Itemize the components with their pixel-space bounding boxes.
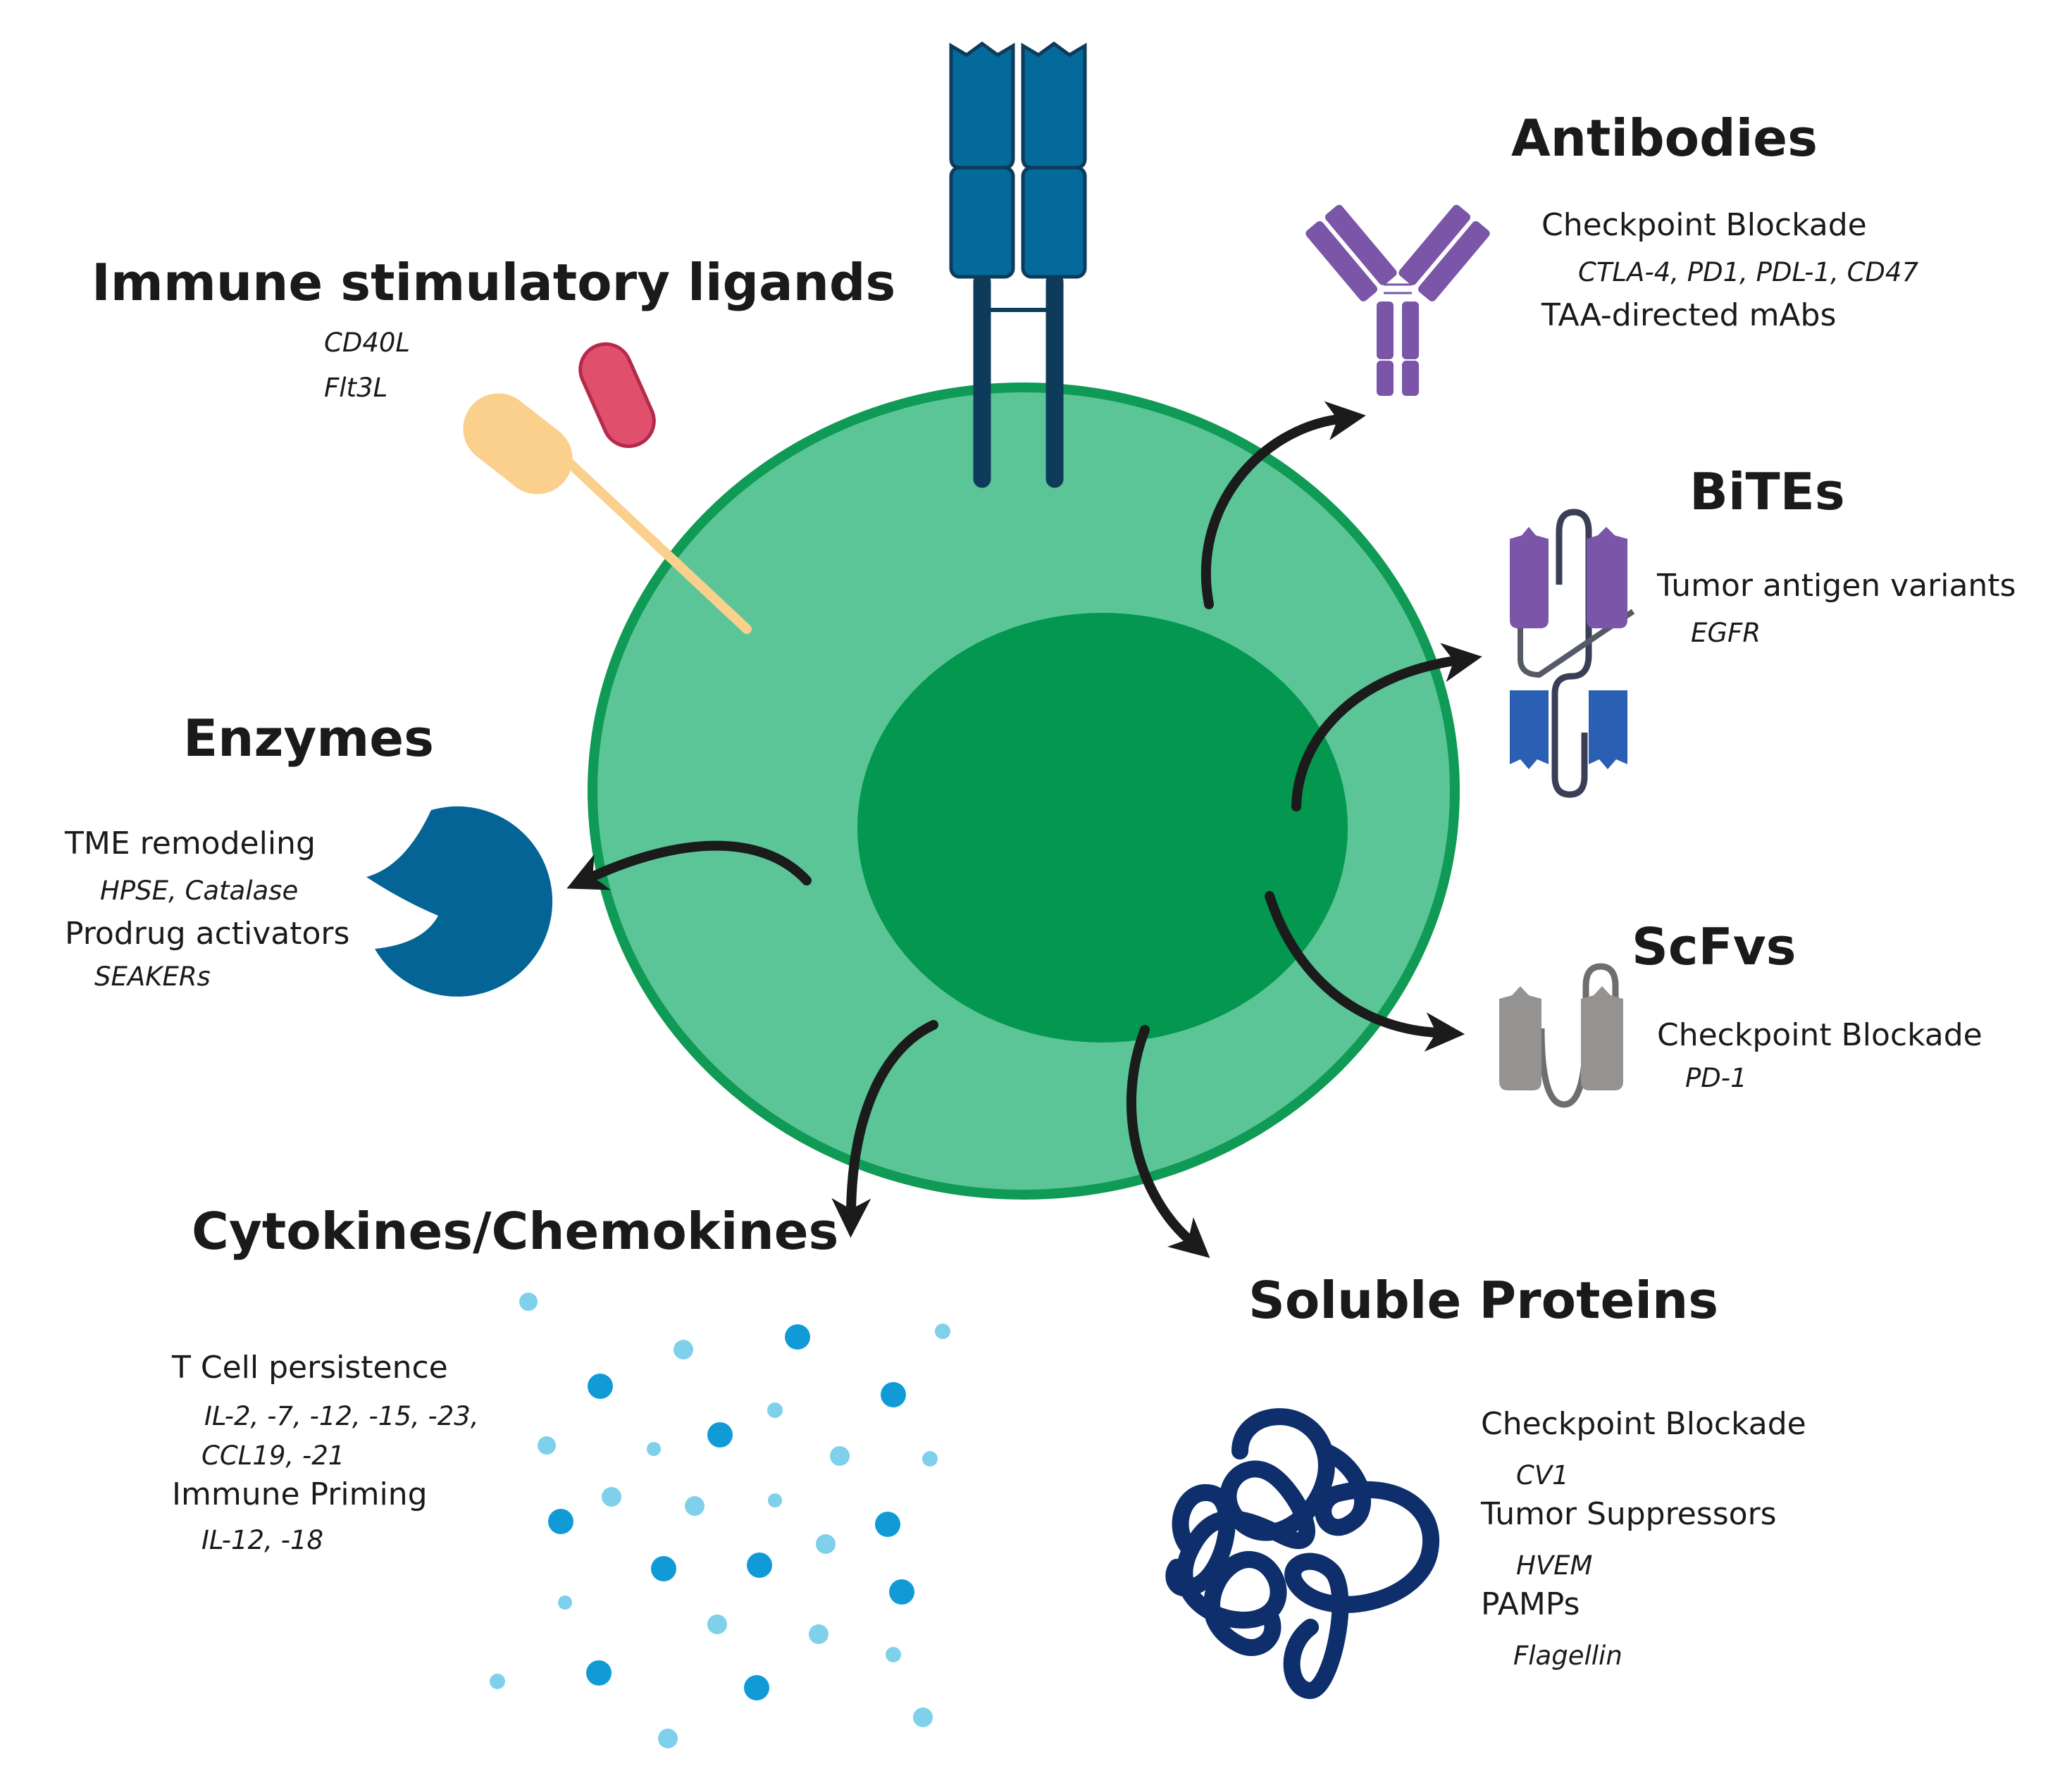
arrow-to-bites (1291, 642, 1482, 811)
cytokine-dot (922, 1451, 938, 1467)
cytokine-dot (744, 1675, 769, 1700)
cytokines-line-1: T Cell persistence (172, 1350, 448, 1386)
cytokine-dots-icon (490, 1293, 950, 1748)
cytokine-dot (674, 1340, 693, 1359)
enzymes-line-1-sub: HPSE, Catalase (100, 876, 299, 906)
bites-line-1-sub: EGFR (1691, 618, 1761, 648)
cytokines-line-1-sub-a: IL-2, -7, -12, -15, -23, (204, 1401, 479, 1431)
cytokines-line-1-sub-b: CCL19, -21 (201, 1441, 345, 1471)
soluble-title: Soluble Proteins (1248, 1271, 1719, 1330)
soluble-line-3-sub: Flagellin (1513, 1641, 1622, 1671)
antibodies-line-2: TAA-directed mAbs (1541, 297, 1837, 333)
cytokine-dot (558, 1595, 572, 1610)
scfv-icon (1499, 963, 1623, 1108)
cell-nucleus (857, 613, 1348, 1043)
scfvs-line-1: Checkpoint Blockade (1657, 1017, 1983, 1053)
cytokine-dot (809, 1624, 829, 1644)
cytokine-dot (538, 1436, 556, 1455)
arrow-to-scfvs (1265, 891, 1465, 1052)
cytokine-dot (889, 1579, 914, 1605)
cytokine-dot (588, 1374, 613, 1399)
cytokines-title: Cytokines/Chemokines (192, 1202, 839, 1261)
cytokine-dot (602, 1487, 621, 1507)
soluble-line-2: Tumor Suppressors (1481, 1496, 1777, 1532)
cytokine-dot (768, 1493, 782, 1507)
arrows (566, 401, 1482, 1258)
antibodies-line-1: Checkpoint Blockade (1541, 207, 1867, 243)
receptor-icon (949, 41, 1087, 488)
bite-icon (1510, 509, 1635, 798)
cytokine-dot (658, 1729, 678, 1748)
cytokine-dot (785, 1324, 810, 1350)
enzymes-title: Enzymes (183, 709, 434, 768)
bites-title: BiTEs (1689, 462, 1845, 521)
arrow-to-cytokines (831, 1020, 938, 1238)
scfvs-line-1-sub: PD-1 (1685, 1063, 1747, 1093)
bites-line-1: Tumor antigen variants (1657, 568, 2016, 604)
antibodies-line-1-sub: CTLA-4, PD1, PDL-1, CD47 (1578, 257, 1919, 287)
ligands-item-2: Flt3L (324, 373, 388, 403)
cytokine-dot (767, 1402, 783, 1418)
cytokines-line-2: Immune Priming (172, 1476, 428, 1512)
soluble-line-1: Checkpoint Blockade (1481, 1406, 1806, 1442)
scfvs-title: ScFvs (1632, 917, 1797, 976)
enzymes-line-1: TME remodeling (65, 826, 316, 861)
arrow-to-antibodies (1200, 401, 1366, 609)
enzyme-icon (366, 806, 553, 997)
cytokine-dot (830, 1446, 850, 1466)
cytokine-dot (935, 1324, 950, 1339)
soluble-protein-icon (1165, 1408, 1440, 1699)
cytokine-dot (707, 1614, 727, 1634)
cytokine-dot (647, 1442, 661, 1456)
arrow-to-soluble (1127, 1025, 1210, 1258)
cytokine-dot (685, 1496, 705, 1516)
cytokine-dot (548, 1509, 573, 1534)
cytokine-dot (747, 1553, 772, 1578)
cytokine-dot (913, 1707, 933, 1727)
soluble-line-1-sub: CV1 (1516, 1460, 1569, 1491)
enzymes-line-2-sub: SEAKERs (94, 962, 211, 992)
cytokine-dot (881, 1382, 906, 1407)
cytokine-dot (651, 1556, 676, 1581)
cytokines-line-2-sub: IL-12, -18 (201, 1525, 324, 1555)
antibody-icon (1305, 204, 1490, 396)
cell (588, 382, 1460, 1200)
cytokine-dot (816, 1534, 836, 1554)
cytokine-dot (875, 1512, 900, 1537)
ligands-title: Immune stimulatory ligands (92, 253, 896, 312)
cytokine-dot (586, 1660, 612, 1686)
ligand-icon (463, 342, 752, 634)
cytokine-dot (707, 1422, 733, 1448)
cytokine-dot (490, 1674, 505, 1689)
soluble-line-2-sub: HVEM (1516, 1550, 1593, 1581)
ligands-item-1: CD40L (324, 328, 411, 358)
arrow-to-enzymes (566, 840, 812, 890)
soluble-line-3: PAMPs (1481, 1586, 1580, 1622)
cytokine-dot (519, 1293, 538, 1311)
enzymes-line-2: Prodrug activators (65, 916, 350, 952)
cytokine-dot (886, 1647, 901, 1662)
antibodies-title: Antibodies (1511, 108, 1818, 168)
